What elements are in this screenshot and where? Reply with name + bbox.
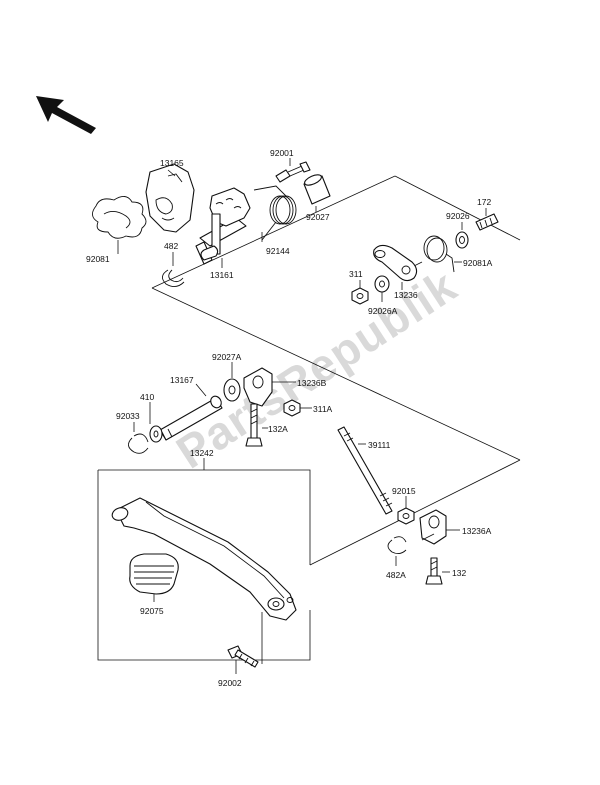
label-92001: 92001 xyxy=(270,148,294,158)
label-482: 482 xyxy=(164,241,178,251)
stud-172 xyxy=(475,213,499,231)
bolt-92002 xyxy=(227,645,259,668)
return-spring-92144 xyxy=(253,185,297,241)
nut-92015 xyxy=(397,507,415,525)
label-92027A: 92027A xyxy=(212,352,242,362)
washer-92026A xyxy=(374,275,390,293)
label-39111: 39111 xyxy=(368,440,391,450)
circlip-92033 xyxy=(128,433,149,454)
label-92081A: 92081A xyxy=(463,258,493,268)
watermark: PartsRepublik xyxy=(167,259,466,478)
label-92033: 92033 xyxy=(116,411,140,421)
label-132A: 132A xyxy=(268,424,288,434)
shift-arm-13236B xyxy=(243,367,273,407)
group-line-diagonal xyxy=(151,287,521,461)
label-482A: 482A xyxy=(386,570,406,580)
group-line-upper-left xyxy=(151,175,396,289)
circlip-482 xyxy=(162,269,185,287)
group-line-right-lower xyxy=(309,459,521,566)
pedal-rubber-92075 xyxy=(129,553,179,595)
shift-arm-13236 xyxy=(373,244,418,282)
label-92144: 92144 xyxy=(266,246,290,256)
circlip-482A xyxy=(387,536,407,555)
tie-rod-39111 xyxy=(337,426,393,515)
shift-cam-plate-13165 xyxy=(145,163,195,233)
washer-92027A xyxy=(223,378,241,402)
spring-clip-92081 xyxy=(92,196,147,239)
label-92027: 92027 xyxy=(306,212,330,222)
nut-311 xyxy=(351,287,369,305)
leader-13167 xyxy=(195,383,207,397)
front-direction-arrow-icon xyxy=(36,96,96,134)
label-13161: 13161 xyxy=(210,270,234,280)
shift-arm-13236A xyxy=(419,509,447,545)
nut-311A xyxy=(283,399,301,417)
group-line-upper-right xyxy=(394,175,521,241)
label-13165: 13165 xyxy=(160,158,184,168)
leader-13165 xyxy=(167,169,176,177)
label-311: 311 xyxy=(349,269,363,279)
washer-92026 xyxy=(455,231,469,249)
bolt-132 xyxy=(425,557,443,585)
label-13236: 13236 xyxy=(394,290,418,300)
label-92026: 92026 xyxy=(446,211,470,221)
label-13236B: 13236B xyxy=(297,378,327,388)
label-13167: 13167 xyxy=(170,375,194,385)
label-13242: 13242 xyxy=(190,448,214,458)
bolt-92001 xyxy=(275,161,311,183)
bolt-132A xyxy=(245,403,263,447)
label-172: 172 xyxy=(477,197,491,207)
label-92002: 92002 xyxy=(218,678,242,688)
label-311A: 311A xyxy=(313,404,333,414)
label-92081: 92081 xyxy=(86,254,110,264)
pedal-group-box-bottom xyxy=(97,470,311,661)
gear-shift-shaft-13167 xyxy=(159,395,223,441)
washer-410 xyxy=(149,425,163,443)
shift-shaft-13161 xyxy=(195,187,251,265)
label-132: 132 xyxy=(452,568,466,578)
label-410: 410 xyxy=(140,392,154,402)
label-13236A: 13236A xyxy=(462,526,492,536)
label-92015: 92015 xyxy=(392,486,416,496)
collar-92027 xyxy=(303,174,331,205)
label-92026A: 92026A xyxy=(368,306,398,316)
pedal-group-box-top xyxy=(98,469,311,565)
label-92075: 92075 xyxy=(140,606,164,616)
shift-pedal-13242 xyxy=(111,497,297,621)
